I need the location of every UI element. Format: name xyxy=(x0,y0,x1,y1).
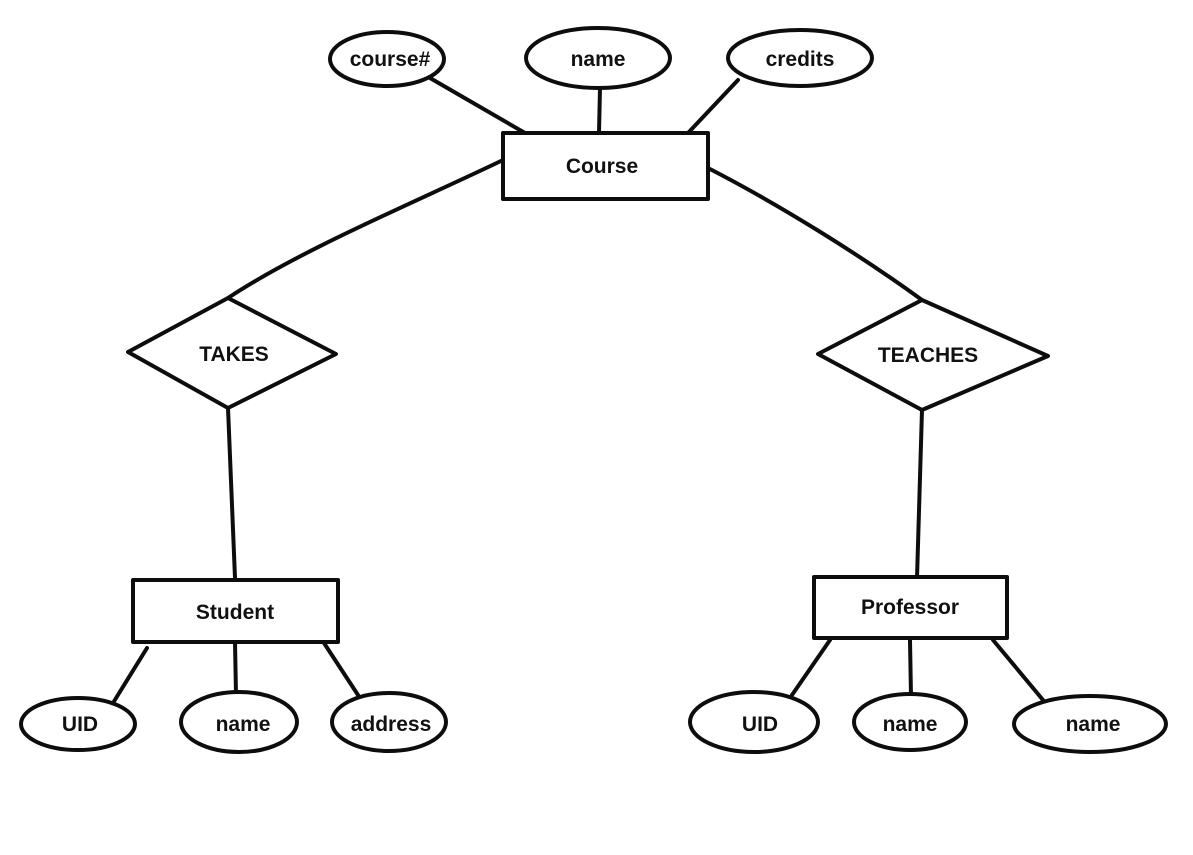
attr-course-credits-label: credits xyxy=(766,48,835,71)
attr-student-address: address xyxy=(330,691,448,753)
entity-professor: Professor xyxy=(812,575,1009,640)
link-professor-name2 xyxy=(991,638,1045,702)
attr-professor-uid: UID xyxy=(688,690,820,754)
attr-course-number-label: course# xyxy=(350,48,431,71)
attr-course-credits: credits xyxy=(726,28,874,88)
relationship-takes: TAKES xyxy=(126,296,338,410)
connectors xyxy=(111,76,1045,705)
link-student-name xyxy=(233,640,238,697)
link-course-teaches xyxy=(706,166,924,302)
attr-student-name-label: name xyxy=(216,713,271,736)
attr-course-name: name xyxy=(524,26,672,90)
link-student-uid xyxy=(111,646,149,705)
attr-course-name-label: name xyxy=(571,48,626,71)
relationship-takes-label: TAKES xyxy=(199,343,269,366)
attr-professor-uid-label: UID xyxy=(742,713,778,736)
link-course-name xyxy=(597,86,602,135)
link-course-coursenum xyxy=(428,76,527,135)
attr-professor-name: name xyxy=(852,692,968,752)
entity-course: Course xyxy=(501,131,710,201)
link-course-takes xyxy=(226,158,505,300)
link-teaches-professor xyxy=(915,408,924,580)
attr-professor-name-2-label: name xyxy=(1066,713,1121,736)
relationship-teaches-label: TEACHES xyxy=(878,344,978,367)
attr-course-number: course# xyxy=(328,30,446,88)
entity-professor-label: Professor xyxy=(861,596,959,619)
link-professor-name xyxy=(908,638,913,699)
link-student-address xyxy=(320,638,360,697)
attr-student-uid-label: UID xyxy=(62,713,98,736)
attr-professor-name-2: name xyxy=(1012,694,1168,754)
link-professor-uid xyxy=(790,638,832,697)
entity-course-label: Course xyxy=(566,155,638,178)
entity-student-label: Student xyxy=(196,601,274,624)
link-course-credits xyxy=(686,78,740,135)
attr-student-address-label: address xyxy=(351,713,432,736)
attr-student-name: name xyxy=(179,690,299,754)
link-takes-student xyxy=(226,406,237,580)
relationship-teaches: TEACHES xyxy=(816,298,1050,412)
entity-student: Student xyxy=(131,578,340,644)
attr-professor-name-label: name xyxy=(883,713,938,736)
attr-student-uid: UID xyxy=(19,696,137,752)
